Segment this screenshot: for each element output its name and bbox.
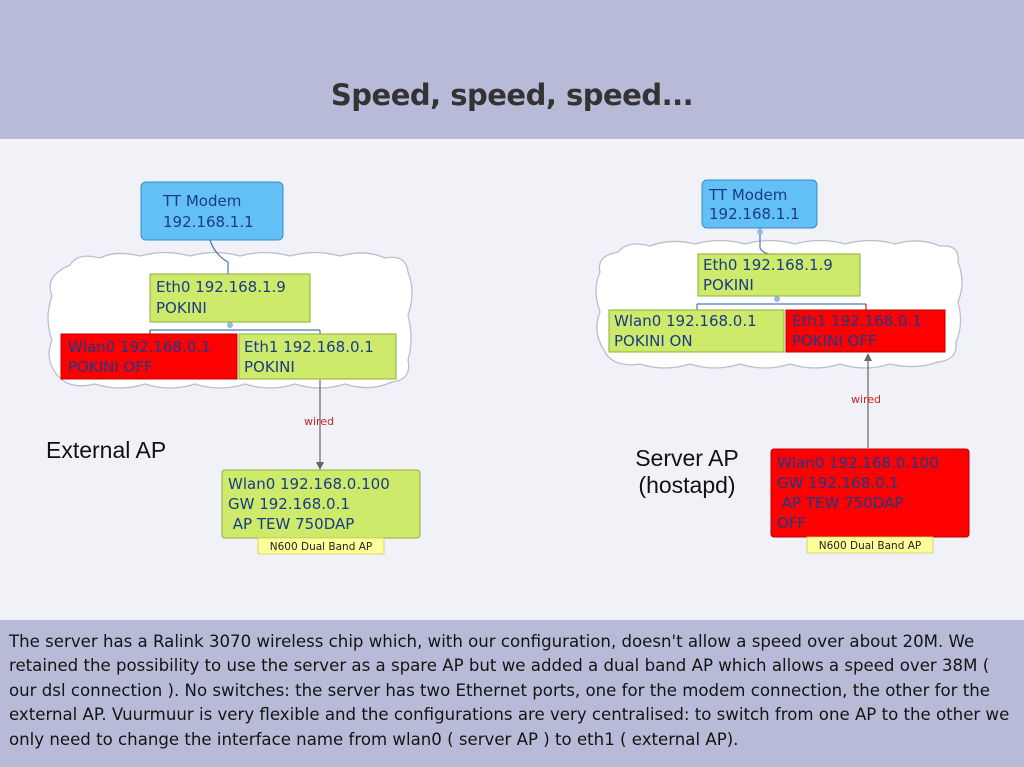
node-label: Wlan0 192.168.0.100 [777, 454, 939, 472]
title-banner [0, 0, 1024, 139]
node-label: POKINI ON [614, 332, 693, 350]
node-label: 192.168.1.1 [163, 213, 254, 231]
external-ap-caption: External AP [46, 437, 166, 463]
node-label: POKINI OFF [68, 358, 153, 376]
eth0-node-left [149, 273, 311, 323]
node-label: Eth0 192.168.1.9 [703, 256, 833, 274]
node-label: POKINI [156, 299, 207, 317]
wired-label-right: wired [851, 393, 881, 406]
eth1-node-left [238, 333, 397, 380]
node-label: Wlan0 192.168.0.100 [228, 475, 390, 493]
server-ap-diagram: wired TT Modem 192.168.1.1 Eth0 192.168.… [595, 179, 970, 554]
eth1-node-right [785, 309, 946, 353]
node-label: TT Modem [708, 186, 787, 204]
node-label: POKINI OFF [792, 332, 877, 350]
node-label: 192.168.1.1 [709, 205, 800, 223]
tt-modem-node-left [140, 181, 284, 241]
node-label: GW 192.168.0.1 [228, 495, 350, 513]
node-label: OFF [777, 514, 806, 532]
node-label: AP TEW 750DAP [228, 515, 354, 533]
network-diagrams: wired TT Modem 192.168.1.1 Eth0 192.168.… [46, 179, 970, 555]
ap-model-tag-right: N600 Dual Band AP [819, 540, 921, 552]
node-label: POKINI [703, 276, 754, 294]
wired-label-left: wired [304, 415, 334, 428]
eth0-node-right [697, 253, 861, 297]
external-ap-diagram: wired TT Modem 192.168.1.1 Eth0 192.168.… [46, 181, 421, 555]
node-label: AP TEW 750DAP [777, 494, 903, 512]
server-ap-caption: Server AP [635, 445, 739, 471]
wlan0-node-left [60, 333, 238, 380]
wlan0-node-right [608, 309, 785, 353]
slide-description: The server has a Ralink 3070 wireless ch… [9, 632, 1010, 749]
server-ap-caption-sub: (hostapd) [638, 472, 735, 498]
node-label: Wlan0 192.168.0.1 [68, 338, 211, 356]
node-label: Eth1 192.168.0.1 [244, 338, 374, 356]
ap-model-tag-left: N600 Dual Band AP [270, 541, 372, 553]
node-label: GW 192.168.0.1 [777, 474, 899, 492]
node-label: POKINI [244, 358, 295, 376]
tt-modem-node-right [701, 179, 818, 229]
node-label: Wlan0 192.168.0.1 [614, 312, 757, 330]
node-label: Eth0 192.168.1.9 [156, 278, 286, 296]
node-label: Eth1 192.168.0.1 [792, 312, 922, 330]
slide-title: Speed, speed, speed... [330, 78, 694, 112]
node-label: TT Modem [162, 192, 241, 210]
description-banner [0, 620, 1024, 767]
